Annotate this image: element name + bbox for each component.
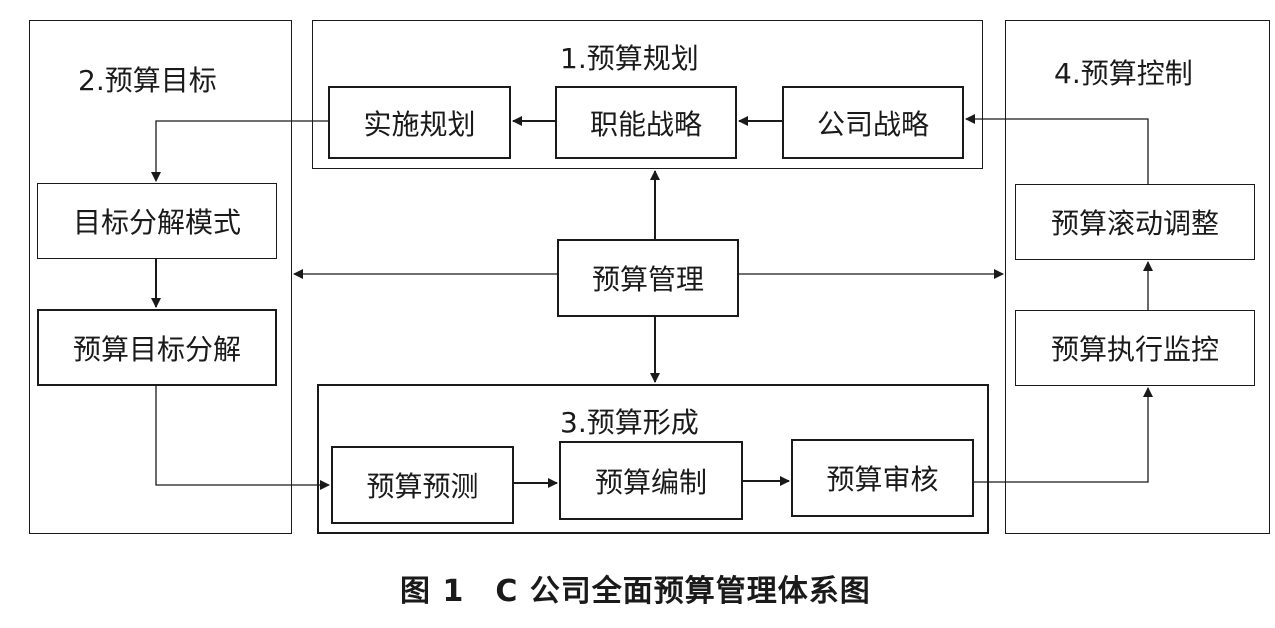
arrow-implementation-to-goal-mode <box>151 120 328 182</box>
budget-review-box: 预算审核 <box>791 439 974 517</box>
goal-decomposition-mode-box: 目标分解模式 <box>37 183 277 259</box>
budget-forecast-box: 预算预测 <box>331 446 514 524</box>
budget-management-box: 预算管理 <box>557 239 739 317</box>
arrow-goal-decomp-to-forecast <box>155 386 330 490</box>
control-title: 4.预算控制 <box>1054 57 1193 90</box>
arrow-adjustment-to-corporate <box>965 114 1149 184</box>
figure-caption: 图 1 C 公司全面预算管理体系图 <box>400 574 871 609</box>
formation-panel <box>317 384 989 534</box>
formation-title: 3.预算形成 <box>560 406 699 439</box>
planning-panel <box>312 20 983 169</box>
execution-monitoring-box: 预算执行监控 <box>1015 310 1255 386</box>
planning-title: 1.预算规划 <box>560 42 699 75</box>
rolling-adjustment-box: 预算滚动调整 <box>1015 184 1255 260</box>
functional-strategy-box: 职能战略 <box>555 86 737 159</box>
implementation-planning-box: 实施规划 <box>328 86 511 159</box>
corporate-strategy-box: 公司战略 <box>782 86 964 159</box>
budget-compilation-box: 预算编制 <box>559 441 743 520</box>
goals-title: 2.预算目标 <box>78 64 217 97</box>
goals-panel <box>29 20 292 534</box>
budget-goal-decomposition-box: 预算目标分解 <box>37 309 277 386</box>
arrow-review-to-monitoring <box>974 387 1153 483</box>
control-panel <box>1005 20 1270 534</box>
